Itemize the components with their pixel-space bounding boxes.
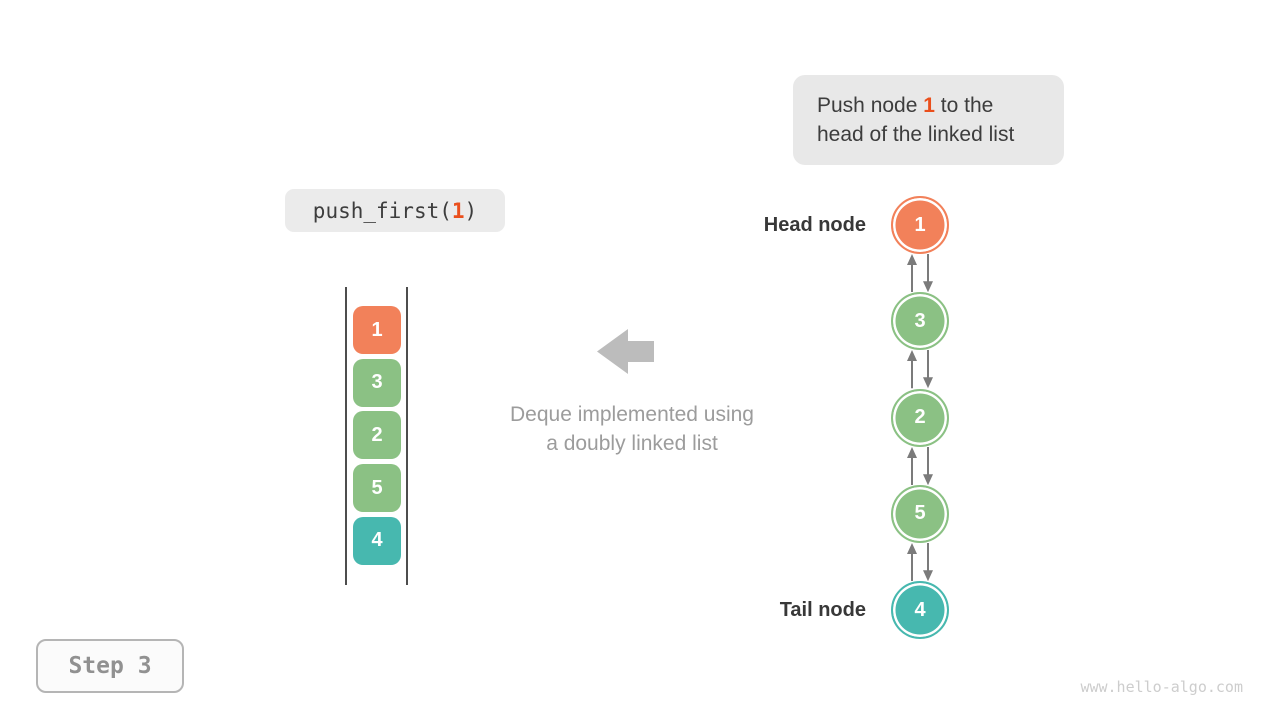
watermark: www.hello-algo.com: [1080, 678, 1243, 696]
list-node-5: 5: [891, 484, 949, 543]
caption: Deque implemented using a doubly linked …: [452, 400, 812, 458]
caption-line1: Deque implemented using: [510, 403, 754, 426]
bidirectional-arrow-icon: [907, 350, 933, 389]
callout-line2: head of the linked list: [817, 123, 1015, 146]
step-badge: Step 3: [36, 639, 184, 693]
list-node-4: 4: [891, 581, 949, 639]
callout-line1: Push node 1 to the: [817, 94, 994, 117]
tail-node-label: Tail node: [779, 599, 866, 621]
left-block-arrow-icon: [597, 329, 654, 374]
stack-item-1: 1: [353, 306, 401, 354]
highlighted-value: 1: [923, 94, 935, 117]
bidirectional-arrow-icon: [907, 254, 933, 293]
caption-line2: a doubly linked list: [546, 432, 718, 455]
bidirectional-arrow-icon: [907, 446, 933, 485]
code-pill: push_first(1): [285, 189, 505, 232]
list-node-2: 2: [891, 388, 949, 447]
stack-item-3: 3: [353, 358, 401, 407]
head-node-label: Head node: [763, 214, 866, 236]
stack-item-5: 5: [353, 464, 401, 513]
stack-item-4: 4: [353, 516, 401, 565]
bidirectional-arrow-icon: [907, 542, 933, 581]
list-node-1: 1: [891, 196, 949, 254]
code-arg: 1: [451, 198, 465, 223]
list-node-3: 3: [891, 292, 949, 351]
stack-item-2: 2: [353, 411, 401, 460]
callout-box: Push node 1 to the head of the linked li…: [793, 75, 1064, 165]
